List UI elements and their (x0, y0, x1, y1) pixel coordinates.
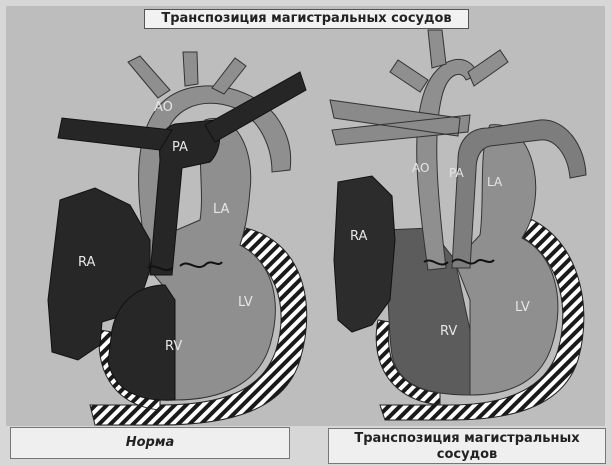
normal-ra-label: RA (78, 255, 96, 270)
tga-ao-label: AO (412, 161, 429, 175)
right-pulmonary-branches (330, 100, 470, 145)
tga-ra-label: RA (350, 229, 368, 244)
transposition-heart: AO PA LA RA RV LV (330, 30, 586, 420)
tga-rv-label: RV (440, 324, 457, 339)
normal-caption: Норма (10, 427, 290, 459)
transposition-caption: Транспозиция магистральных сосудов (328, 428, 606, 464)
diagram-title: Транспозиция магистральных сосудов (144, 9, 469, 29)
tga-la-label: LA (487, 175, 503, 189)
normal-ao-label: AO (154, 100, 173, 115)
tga-pa-label: PA (449, 166, 464, 180)
normal-lv-label: LV (238, 295, 253, 310)
right-ra (334, 176, 395, 332)
normal-heart: AO PA LA RA RV LV (48, 52, 307, 425)
normal-la-label: LA (213, 202, 230, 217)
normal-rv-label: RV (165, 339, 182, 354)
normal-pa-label: PA (172, 140, 188, 155)
tga-lv-label: LV (515, 300, 530, 315)
